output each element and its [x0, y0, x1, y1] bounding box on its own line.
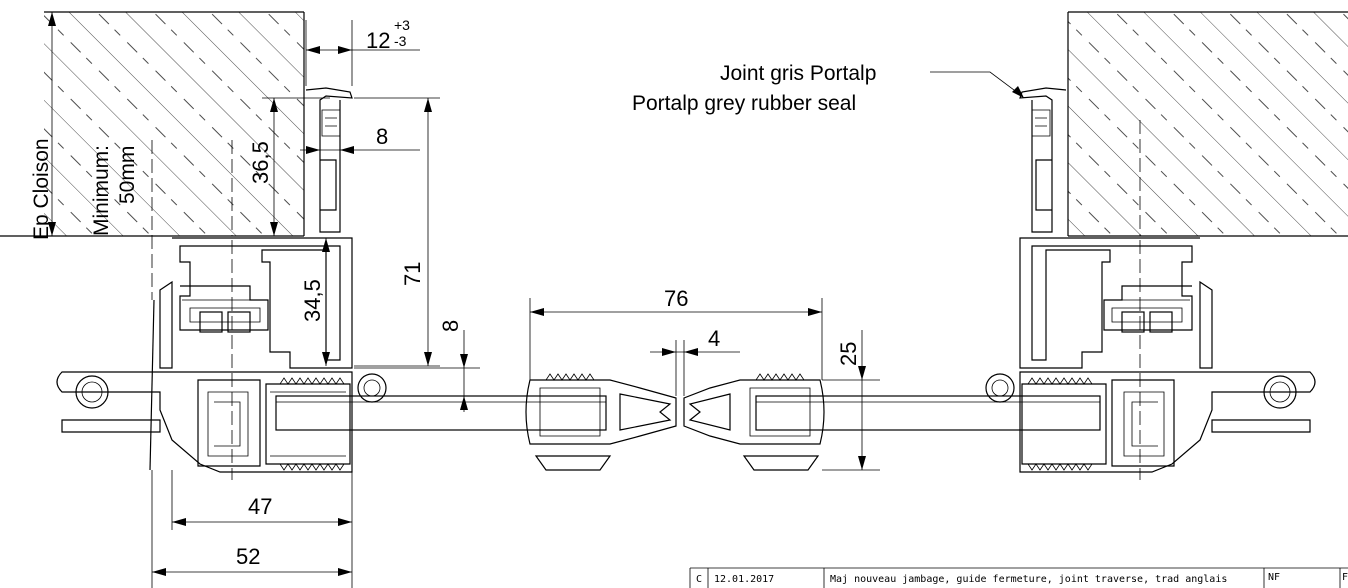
right-glass-pane — [755, 395, 1101, 431]
center-lines — [151, 120, 1141, 480]
dim-34-5: 34,5 — [300, 279, 325, 322]
rev-date: 12.01.2017 — [714, 574, 774, 585]
dimension-4: 4 — [650, 326, 740, 396]
dim-52: 52 — [236, 544, 260, 569]
right-jamb-profile — [985, 87, 1316, 473]
dimension-52: 52 — [151, 470, 352, 588]
rev-author: NF — [1268, 572, 1280, 583]
dim-8-mid: 8 — [438, 320, 463, 332]
dim-76: 76 — [664, 286, 688, 311]
rev-extra: F — [1342, 572, 1348, 583]
dim-36-5: 36,5 — [248, 141, 273, 184]
left-jamb-profile — [159, 87, 353, 369]
wall-thickness-dimension — [44, 11, 60, 236]
dimension-8-mid: 8 — [354, 320, 480, 412]
label-seal-fr: Joint gris Portalp — [720, 62, 876, 85]
dimension-47: 47 — [171, 470, 353, 588]
dim-47: 47 — [248, 494, 272, 519]
dimension-36-5: 36,5 — [248, 97, 330, 236]
label-seal-en: Portalp grey rubber seal — [632, 92, 856, 115]
left-wall — [0, 11, 305, 237]
label-50mm: 50mm — [116, 146, 139, 204]
rev-index: C — [696, 574, 702, 585]
dim-8-top: 8 — [376, 124, 388, 149]
left-glass-pane — [275, 395, 607, 431]
dimension-12-tolerance: 12 +3 -3 — [305, 17, 420, 86]
dim-71: 71 — [400, 262, 425, 286]
dim-12-plus: +3 — [394, 17, 410, 33]
dimension-8-top: 8 — [300, 124, 420, 154]
right-wall — [1067, 11, 1348, 237]
dimension-25: 25 — [822, 330, 880, 471]
rev-description: Maj nouveau jambage, guide fermeture, jo… — [830, 574, 1227, 585]
dim-12-minus: -3 — [394, 33, 407, 49]
dimension-34-5: 34,5 — [300, 238, 330, 366]
dim-4: 4 — [708, 326, 720, 351]
label-minimum: Minimum: — [90, 145, 113, 236]
revision-table: C 12.01.2017 Maj nouveau jambage, guide … — [689, 567, 1348, 588]
dim-25: 25 — [836, 342, 861, 366]
left-lower-profile — [56, 299, 387, 473]
label-ep-cloison: Ep Cloison — [30, 138, 53, 240]
dimension-76: 76 — [529, 286, 823, 380]
center-meeting-profiles — [525, 373, 825, 471]
dimension-71: 71 — [354, 97, 440, 367]
dim-12: 12 — [366, 28, 390, 53]
seal-callout: Joint gris Portalp Portalp grey rubber s… — [632, 62, 1024, 115]
wall-thickness-label: Ep Cloison Minimum: 50mm — [30, 138, 139, 240]
